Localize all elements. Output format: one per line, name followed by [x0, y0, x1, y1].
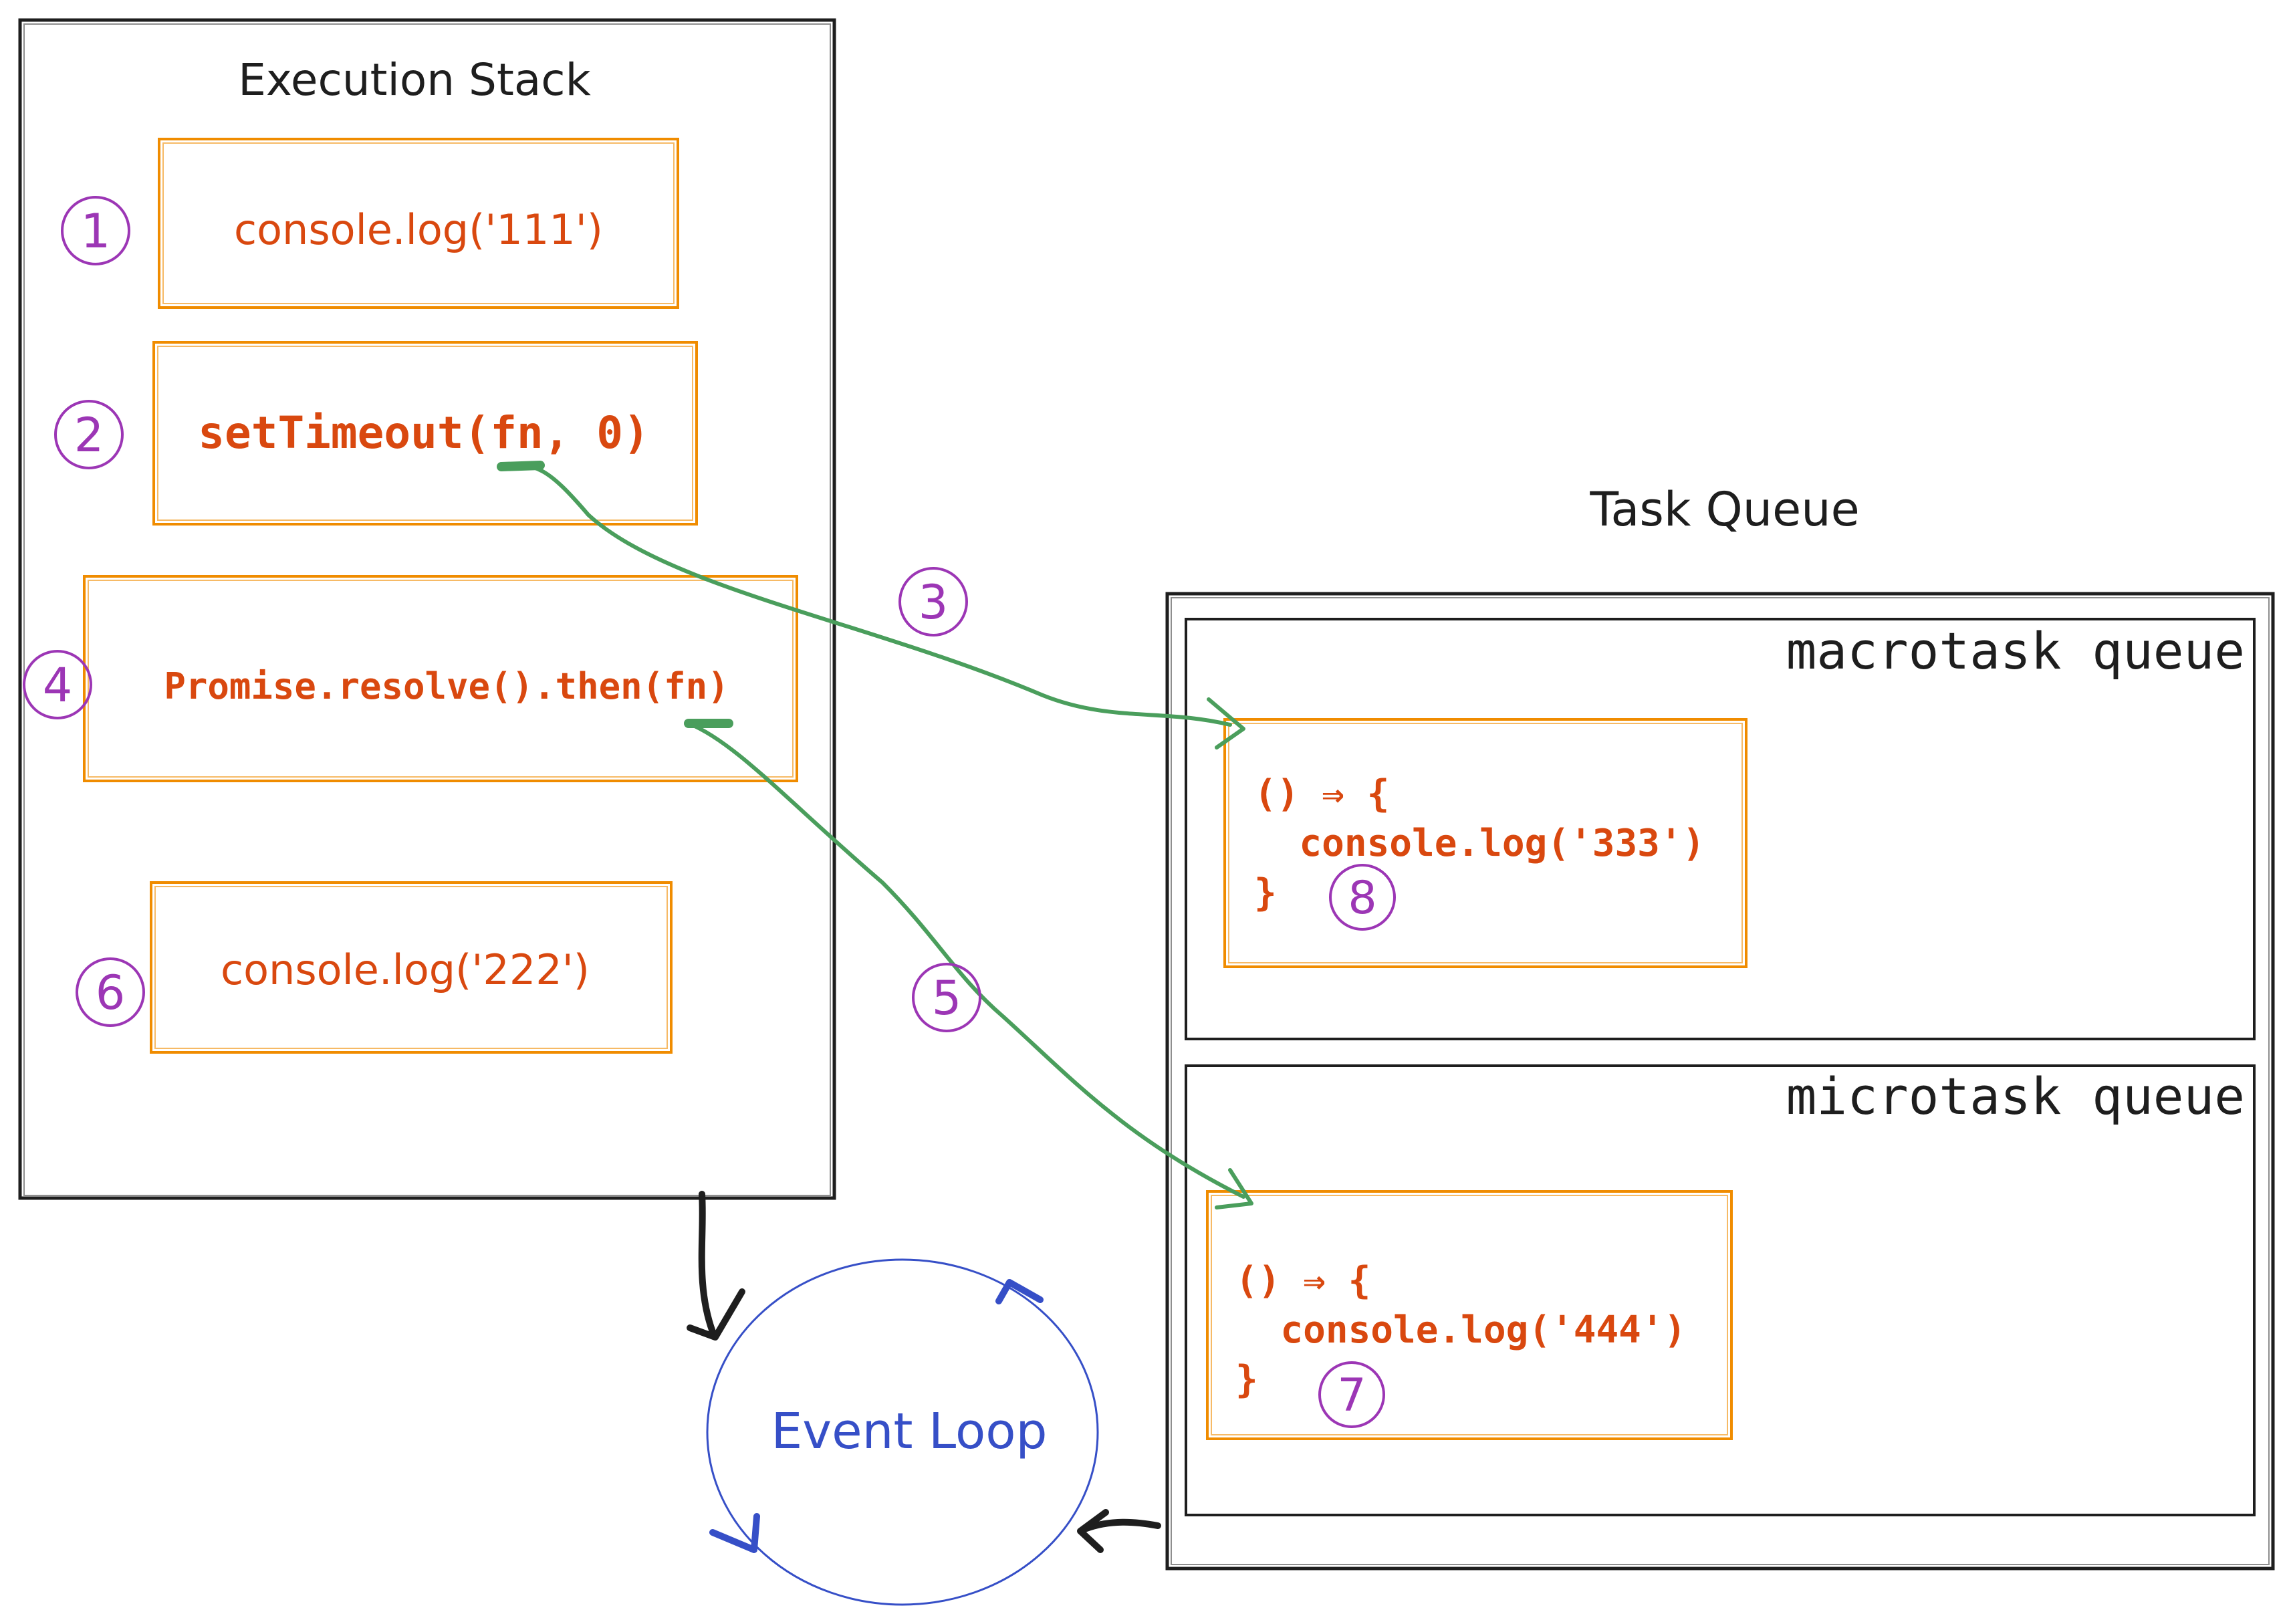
svg-text:7: 7: [1337, 1369, 1366, 1422]
cycle-arrow-icon: [995, 1279, 1044, 1304]
arrow-stack-to-event-loop: [687, 1191, 745, 1341]
stack-item-console-log-222: console.log('222'): [150, 881, 673, 1054]
stack-item-set-timeout: setTimeout(fn, 0): [152, 341, 698, 526]
arrow-queue-to-event-loop: [1077, 1509, 1161, 1553]
stack-item-code: console.log('222'): [221, 945, 590, 994]
stack-item-console-log-111: console.log('111'): [158, 138, 679, 309]
step-badge-1: 1: [61, 196, 130, 265]
svg-text:4: 4: [43, 658, 73, 713]
macrotask-callback-code: () ⇒ { console.log('333') }: [1254, 772, 1727, 915]
arrow-head: [1077, 1509, 1109, 1553]
svg-text:8: 8: [1348, 872, 1376, 925]
svg-text:1: 1: [81, 204, 111, 259]
microtask-callback-code: () ⇒ { console.log('444') }: [1235, 1259, 1709, 1401]
arrow-head: [1207, 697, 1245, 749]
arrow-head: [687, 1288, 745, 1341]
arrow-settimeout-to-macrotask: [497, 461, 1245, 749]
stack-item-code: Promise.resolve().then(fn): [164, 665, 729, 707]
cycle-arrow-icon: [709, 1513, 760, 1553]
stack-item-code: setTimeout(fn, 0): [198, 407, 650, 459]
step-badge-2: 2: [54, 400, 124, 469]
event-loop-label: Event Loop: [771, 1403, 1048, 1460]
macrotask-queue: macrotask queue () ⇒ { console.log('333'…: [1185, 618, 2256, 1040]
microtask-queue: microtask queue () ⇒ { console.log('444'…: [1185, 1064, 2256, 1516]
execution-stack-frame: [18, 18, 836, 1200]
step-badge-6: 6: [76, 957, 145, 1027]
step-badge-4: 4: [23, 650, 92, 719]
stack-item-code: console.log('111'): [234, 205, 603, 254]
step-badge-3: 3: [898, 567, 968, 636]
arrow-head: [1215, 1168, 1253, 1209]
arrow-then-to-microtask: [684, 719, 1253, 1209]
macrotask-callback: () ⇒ { console.log('333') }: [1223, 718, 1747, 968]
event-loop-circle: [706, 1258, 1099, 1606]
execution-stack: Execution Stack console.log('111') 1 set…: [18, 18, 836, 1200]
svg-text:2: 2: [74, 408, 104, 463]
svg-text:5: 5: [932, 971, 962, 1026]
macrotask-queue-title: macrotask queue: [1786, 621, 2245, 681]
svg-text:3: 3: [919, 575, 949, 630]
task-queue-title: Task Queue: [1589, 482, 1859, 537]
svg-text:6: 6: [96, 965, 126, 1020]
step-badge-7: 7: [1318, 1361, 1385, 1428]
task-queue-frame: [1165, 592, 2275, 1571]
task-queue: Task Queue macrotask queue () ⇒ { consol…: [1165, 482, 2275, 1571]
event-loop: Event Loop: [706, 1258, 1099, 1606]
microtask-queue-title: microtask queue: [1786, 1066, 2245, 1126]
step-badge-8: 8: [1329, 864, 1396, 931]
step-badge-5: 5: [912, 963, 981, 1032]
microtask-callback: () ⇒ { console.log('444') }: [1206, 1190, 1733, 1440]
execution-stack-title: Execution Stack: [238, 54, 591, 106]
stack-item-promise-then: Promise.resolve().then(fn): [83, 575, 798, 782]
